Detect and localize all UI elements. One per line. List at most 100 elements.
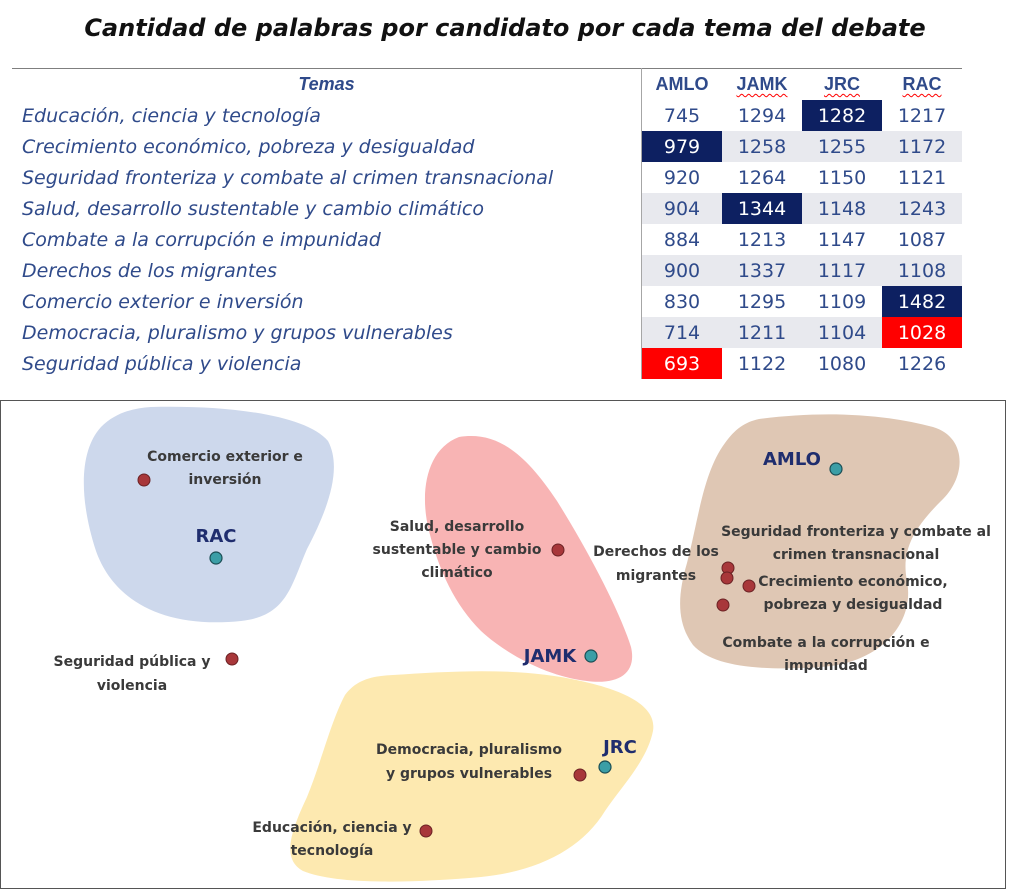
value-cell-jamk: 1213: [722, 224, 802, 255]
column-header-rac-label: RAC: [902, 74, 942, 94]
value-cell-jrc: 1104: [802, 317, 882, 348]
map-label-democracia-2: y grupos vulnerables: [386, 766, 552, 782]
map-label-comercio-1: Comercio exterior e: [147, 449, 303, 465]
map-point-corrupcion: [716, 598, 730, 612]
table-row: Democracia, pluralismo y grupos vulnerab…: [12, 317, 962, 348]
value-cell-jamk: 1122: [722, 348, 802, 379]
map-point-rac: [209, 551, 223, 565]
cluster-region-jrc: [290, 671, 654, 882]
topic-cell: Combate a la corrupción e impunidad: [22, 228, 381, 251]
topic-cell: Seguridad fronteriza y combate al crimen…: [22, 166, 554, 189]
value-cell-jamk: 1294: [722, 100, 802, 131]
value-cell-rac: 1028: [882, 317, 962, 348]
table-row: Seguridad fronteriza y combate al crimen…: [12, 162, 962, 193]
map-label-educacion-2: tecnología: [291, 843, 374, 859]
map-candidate-label-jamk: JAMK: [522, 646, 578, 667]
map-label-salud-3: climático: [421, 565, 493, 581]
value-cell-amlo: 714: [641, 317, 722, 348]
word-count-table: Temas AMLO JAMK JRC RAC Educación, cienc…: [12, 68, 962, 379]
value-cell-jrc: 1117: [802, 255, 882, 286]
cluster-region-jamk: [424, 436, 633, 682]
map-point-jamk: [584, 649, 598, 663]
value-cell-jrc: 1147: [802, 224, 882, 255]
map-label-migrantes-2: migrantes: [616, 568, 696, 584]
column-header-jamk: JAMK: [722, 68, 802, 100]
value-cell-rac: 1087: [882, 224, 962, 255]
map-label-democracia-1: Democracia, pluralismo: [376, 742, 562, 758]
value-cell-amlo: 884: [641, 224, 722, 255]
map-label-corrupcion-2: impunidad: [784, 658, 868, 674]
map-label-salud-2: sustentable y cambio: [373, 542, 542, 558]
value-cell-jrc: 1255: [802, 131, 882, 162]
value-cell-jrc: 1282: [802, 100, 882, 131]
map-label-salud-1: Salud, desarrollo: [390, 519, 525, 535]
column-header-rac: RAC: [882, 68, 962, 100]
value-cell-jamk: 1295: [722, 286, 802, 317]
map-label-educacion-1: Educación, ciencia y: [252, 820, 411, 836]
map-candidate-label-jrc: JRC: [601, 737, 637, 758]
column-header-amlo-label: AMLO: [655, 74, 709, 94]
topic-cell: Democracia, pluralismo y grupos vulnerab…: [22, 321, 453, 344]
map-label-fronteriza-1: Seguridad fronteriza y combate al: [721, 524, 991, 540]
value-cell-jamk: 1337: [722, 255, 802, 286]
value-cell-rac: 1108: [882, 255, 962, 286]
map-label-seguridad-publica-1: Seguridad pública y: [54, 654, 211, 670]
table-row: Crecimiento económico, pobreza y desigua…: [12, 131, 962, 162]
topics-header: Temas: [298, 74, 355, 94]
cluster-region-rac: [83, 406, 334, 623]
topic-cell: Comercio exterior e inversión: [22, 290, 304, 313]
value-cell-amlo: 920: [641, 162, 722, 193]
value-cell-amlo: 693: [641, 348, 722, 379]
value-cell-jrc: 1080: [802, 348, 882, 379]
map-point-amlo: [829, 462, 843, 476]
map-point-democracia: [573, 768, 587, 782]
value-cell-rac: 1482: [882, 286, 962, 317]
cluster-region-amlo: [680, 414, 960, 669]
map-label-crecimiento-2: pobreza y desigualdad: [764, 597, 943, 613]
value-cell-jrc: 1150: [802, 162, 882, 193]
table-header-row: Temas AMLO JAMK JRC RAC: [12, 68, 962, 100]
correspondence-map: Comercio exterior e inversión Salud, des…: [0, 400, 1006, 889]
map-label-migrantes-1: Derechos de los: [593, 544, 719, 560]
topic-cell: Crecimiento económico, pobreza y desigua…: [22, 135, 475, 158]
value-cell-amlo: 900: [641, 255, 722, 286]
map-point-comercio: [137, 473, 151, 487]
value-cell-amlo: 979: [641, 131, 722, 162]
value-cell-amlo: 745: [641, 100, 722, 131]
value-cell-jamk: 1344: [722, 193, 802, 224]
value-cell-jamk: 1264: [722, 162, 802, 193]
map-candidate-label-rac: RAC: [195, 526, 236, 547]
map-point-migrantes: [720, 571, 734, 585]
map-point-seguridad-publica: [225, 652, 239, 666]
column-header-jrc: JRC: [802, 68, 882, 100]
map-candidate-label-amlo: AMLO: [763, 449, 821, 470]
map-label-corrupcion-1: Combate a la corrupción e: [722, 635, 929, 651]
value-cell-jrc: 1148: [802, 193, 882, 224]
map-point-salud: [551, 543, 565, 557]
map-label-seguridad-publica-2: violencia: [97, 678, 167, 694]
value-cell-amlo: 830: [641, 286, 722, 317]
chart-title: Cantidad de palabras por candidato por c…: [84, 14, 926, 42]
topic-cell: Educación, ciencia y tecnología: [22, 104, 321, 127]
value-cell-rac: 1243: [882, 193, 962, 224]
value-cell-rac: 1172: [882, 131, 962, 162]
value-cell-jamk: 1211: [722, 317, 802, 348]
value-cell-rac: 1226: [882, 348, 962, 379]
map-point-jrc: [598, 760, 612, 774]
value-cell-jamk: 1258: [722, 131, 802, 162]
column-header-amlo: AMLO: [641, 68, 722, 100]
topic-cell: Derechos de los migrantes: [22, 259, 277, 282]
map-point-crecimiento: [742, 579, 756, 593]
map-canvas: Comercio exterior e inversión Salud, des…: [54, 406, 991, 882]
value-cell-rac: 1121: [882, 162, 962, 193]
column-header-jrc-label: JRC: [823, 74, 860, 94]
value-cell-amlo: 904: [641, 193, 722, 224]
map-label-crecimiento-1: Crecimiento económico,: [758, 574, 947, 590]
value-cell-jrc: 1109: [802, 286, 882, 317]
topic-cell: Salud, desarrollo sustentable y cambio c…: [22, 197, 484, 220]
